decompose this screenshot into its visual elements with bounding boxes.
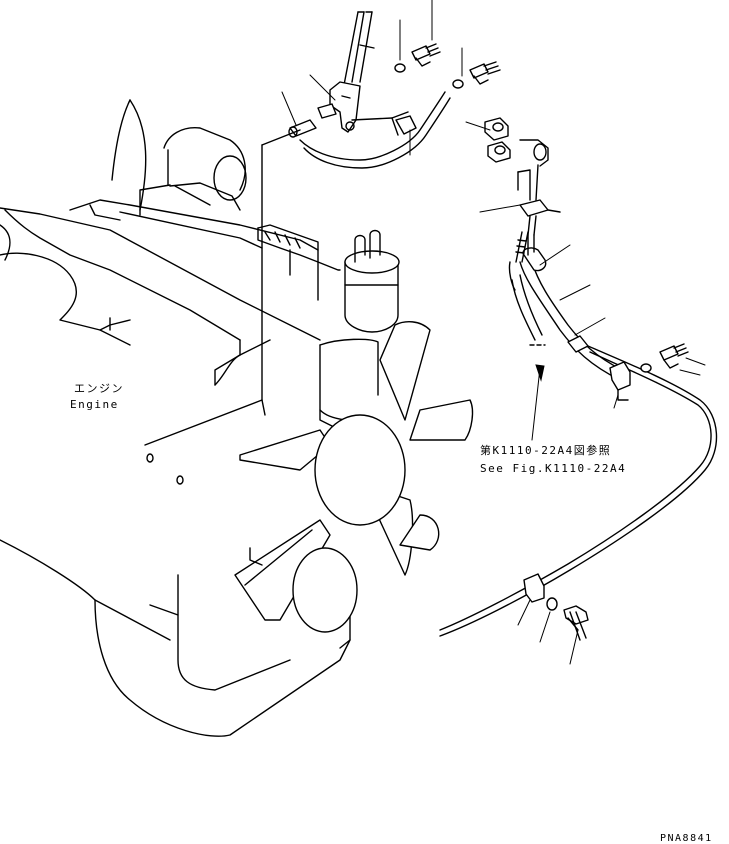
reference-label-en: See Fig.K1110-22A4	[480, 462, 627, 475]
engine-outline	[0, 99, 351, 737]
reference-label-jp: 第K1110-22A4図参照	[480, 444, 612, 457]
bolt-2	[469, 61, 501, 85]
cable-bracket	[439, 117, 718, 641]
throttle-lever-bracket	[261, 11, 501, 169]
engine-label-jp: エンジン	[74, 382, 124, 395]
bolt-1	[411, 43, 441, 67]
drawing-number: PNA8841	[660, 833, 713, 844]
fan-assembly	[234, 229, 474, 633]
washer-2	[452, 79, 464, 89]
leader-lines	[281, 0, 706, 665]
engine-label-en: Engine	[70, 398, 119, 411]
washer-1	[394, 63, 406, 73]
